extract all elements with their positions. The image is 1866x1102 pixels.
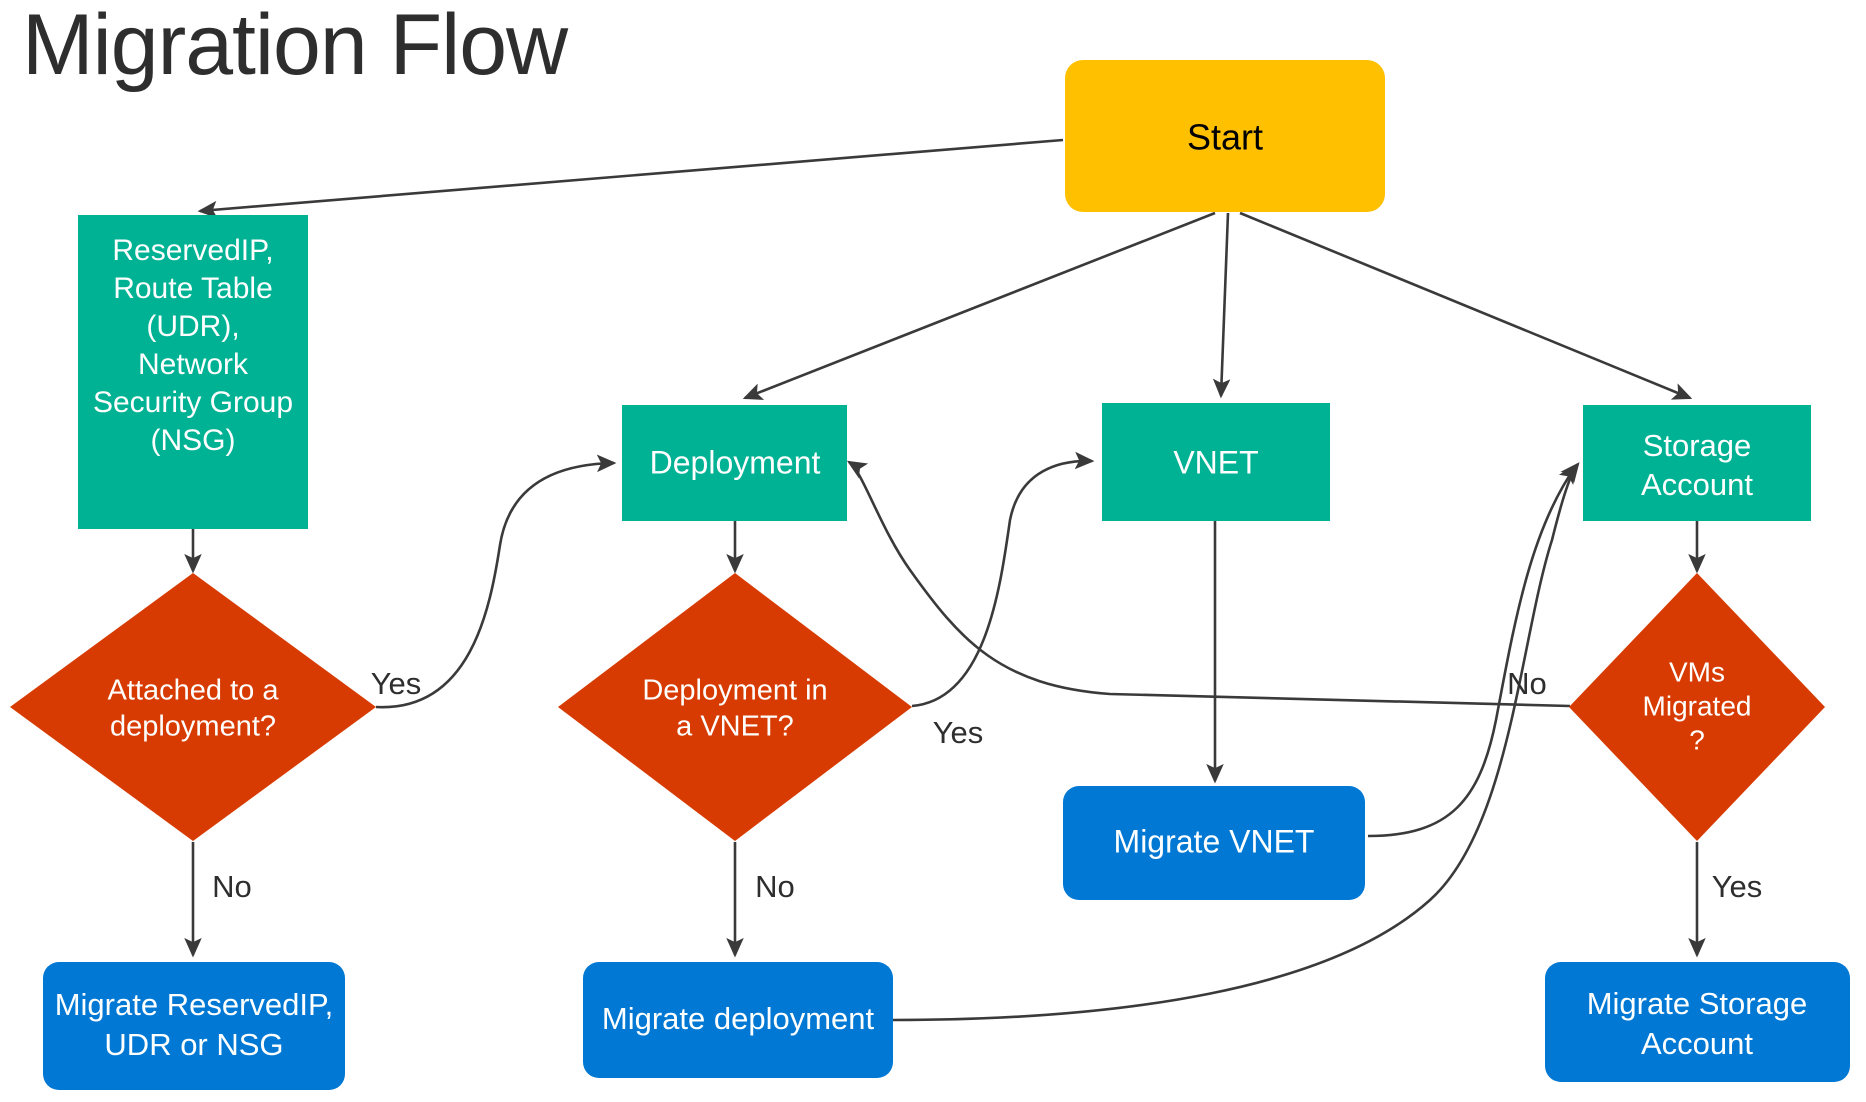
node-attached-line-1: Attached to a bbox=[108, 675, 280, 707]
node-vnet[interactable]: VNET bbox=[1102, 403, 1330, 521]
edge-migrate-vnet-to-storage-account bbox=[1367, 464, 1578, 838]
node-migrate-storage-account-line-2: Account bbox=[1641, 1026, 1753, 1061]
node-migrate-storage-account[interactable]: Migrate Storage Account bbox=[1545, 962, 1850, 1082]
edge-start-to-storage-account bbox=[1239, 211, 1693, 400]
node-reservedip-line-4: Network bbox=[138, 348, 249, 381]
node-storage-account-line-2: Account bbox=[1641, 467, 1753, 502]
node-vms-migrated-decision[interactable]: VMs Migrated ? bbox=[1569, 573, 1825, 841]
edge-vms-no-to-deployment bbox=[846, 460, 1571, 708]
node-deployment[interactable]: Deployment bbox=[622, 405, 847, 521]
node-vms-migrated-line-3: ? bbox=[1689, 724, 1705, 755]
node-deployment-vnet-line-1: Deployment in bbox=[642, 675, 827, 707]
edge-label-vms-no: No bbox=[1507, 666, 1547, 701]
edge-deployment-vnet-yes-to-vnet bbox=[911, 451, 1095, 708]
edge-start-to-reservedip bbox=[197, 138, 1064, 219]
edge-start-to-deployment bbox=[742, 211, 1216, 400]
node-start[interactable]: Start bbox=[1065, 60, 1385, 212]
node-migrate-reservedip-line-1: Migrate ReservedIP, bbox=[55, 987, 334, 1022]
edge-label-vms-yes: Yes bbox=[1712, 869, 1763, 904]
node-reservedip-line-6: (NSG) bbox=[151, 424, 236, 457]
edge-migrate-deployment-to-storage-account bbox=[892, 462, 1580, 1022]
node-migrate-vnet-label: Migrate VNET bbox=[1114, 823, 1315, 859]
node-reservedip[interactable]: ReservedIP, Route Table (UDR), Network S… bbox=[78, 215, 308, 529]
node-migrate-reservedip-line-2: UDR or NSG bbox=[104, 1027, 283, 1062]
node-migrate-vnet[interactable]: Migrate VNET bbox=[1063, 786, 1365, 900]
edge-label-attached-yes: Yes bbox=[371, 666, 422, 701]
page-title: Migration Flow bbox=[22, 0, 568, 93]
node-migrate-storage-account-line-1: Migrate Storage bbox=[1587, 986, 1808, 1021]
node-reservedip-line-3: (UDR), bbox=[146, 310, 239, 343]
node-deployment-vnet-line-2: a VNET? bbox=[676, 711, 794, 743]
edge-label-deployment-vnet-yes: Yes bbox=[933, 715, 984, 750]
node-start-label: Start bbox=[1187, 117, 1263, 158]
node-storage-account[interactable]: Storage Account bbox=[1583, 405, 1811, 521]
edge-start-to-vnet bbox=[1212, 212, 1231, 399]
edge-label-attached-no: No bbox=[212, 869, 252, 904]
node-attached-line-2: deployment? bbox=[110, 711, 276, 743]
node-migrate-reservedip[interactable]: Migrate ReservedIP, UDR or NSG bbox=[43, 962, 345, 1090]
node-migrate-deployment[interactable]: Migrate deployment bbox=[583, 962, 893, 1078]
node-storage-account-line-1: Storage bbox=[1643, 428, 1752, 463]
edge-label-deployment-vnet-no: No bbox=[755, 869, 795, 904]
node-deployment-in-vnet-decision[interactable]: Deployment in a VNET? bbox=[558, 573, 912, 841]
node-attached-to-deployment-decision[interactable]: Attached to a deployment? bbox=[10, 573, 376, 841]
node-vms-migrated-line-2: Migrated bbox=[1643, 690, 1752, 721]
node-deployment-label: Deployment bbox=[650, 444, 821, 480]
node-migrate-deployment-label: Migrate deployment bbox=[602, 1001, 875, 1036]
edge-attached-yes-to-deployment bbox=[375, 454, 617, 709]
node-reservedip-line-5: Security Group bbox=[93, 386, 293, 419]
connector-layer bbox=[184, 138, 1706, 1022]
node-reservedip-line-1: ReservedIP, bbox=[112, 234, 273, 267]
node-vnet-label: VNET bbox=[1173, 444, 1258, 480]
node-vms-migrated-line-1: VMs bbox=[1669, 656, 1725, 687]
node-reservedip-line-2: Route Table bbox=[113, 272, 273, 305]
